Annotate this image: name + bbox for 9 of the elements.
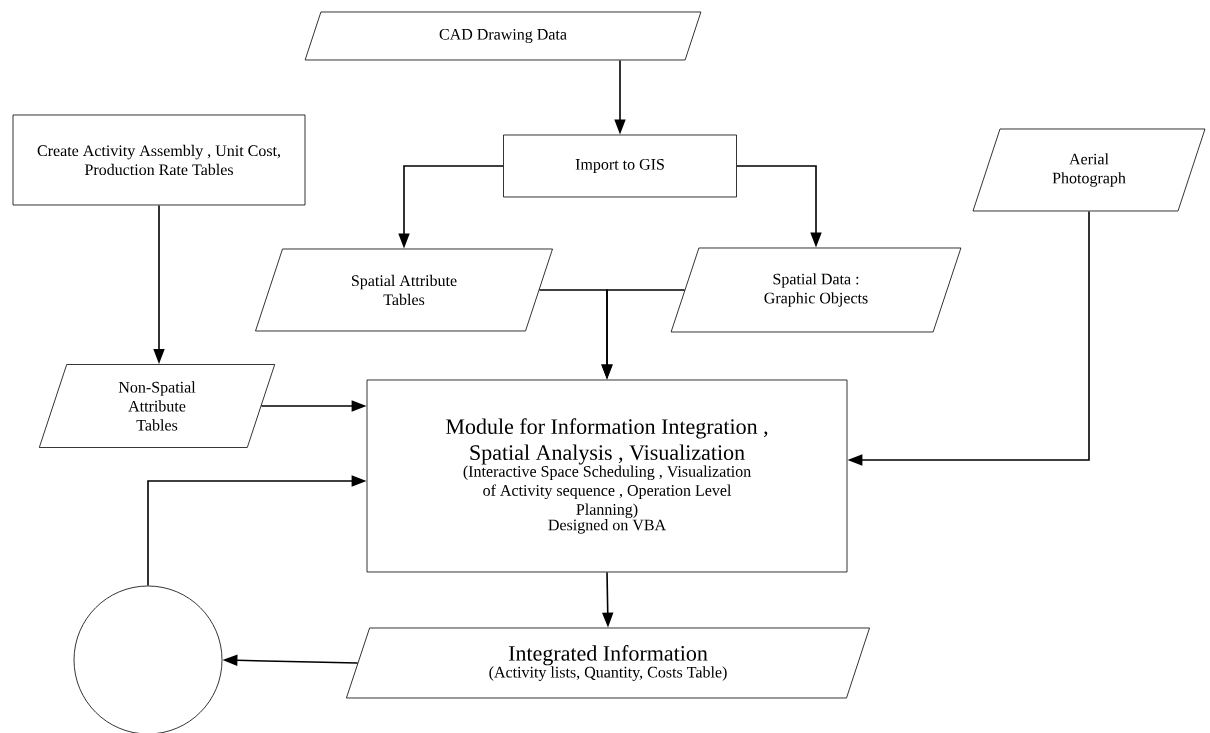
process-box: Import to GIS <box>503 134 737 198</box>
process-box: Module for Information Integration , Spatial Analysis , Visualization (Interactive Space Scheduling , Visualization of Activity sequence , Operation Level Planning) Designed on VBA <box>366 379 848 573</box>
data-parallelogram: Aerial Photograph <box>972 128 1206 212</box>
process-box: Create Activity Assembly , Unit Cost, Production Rate Tables <box>12 114 306 206</box>
data-parallelogram: Non-Spatial Attribute Tables <box>38 364 276 448</box>
data-parallelogram: CAD Drawing Data <box>304 11 702 61</box>
data-parallelogram: Spatial Attribute Tables <box>255 248 553 332</box>
data-parallelogram: Spatial Data : Graphic Objects <box>670 247 962 333</box>
data-parallelogram: Integrated Information (Activity lists, Quantity, Costs Table) <box>346 627 870 699</box>
